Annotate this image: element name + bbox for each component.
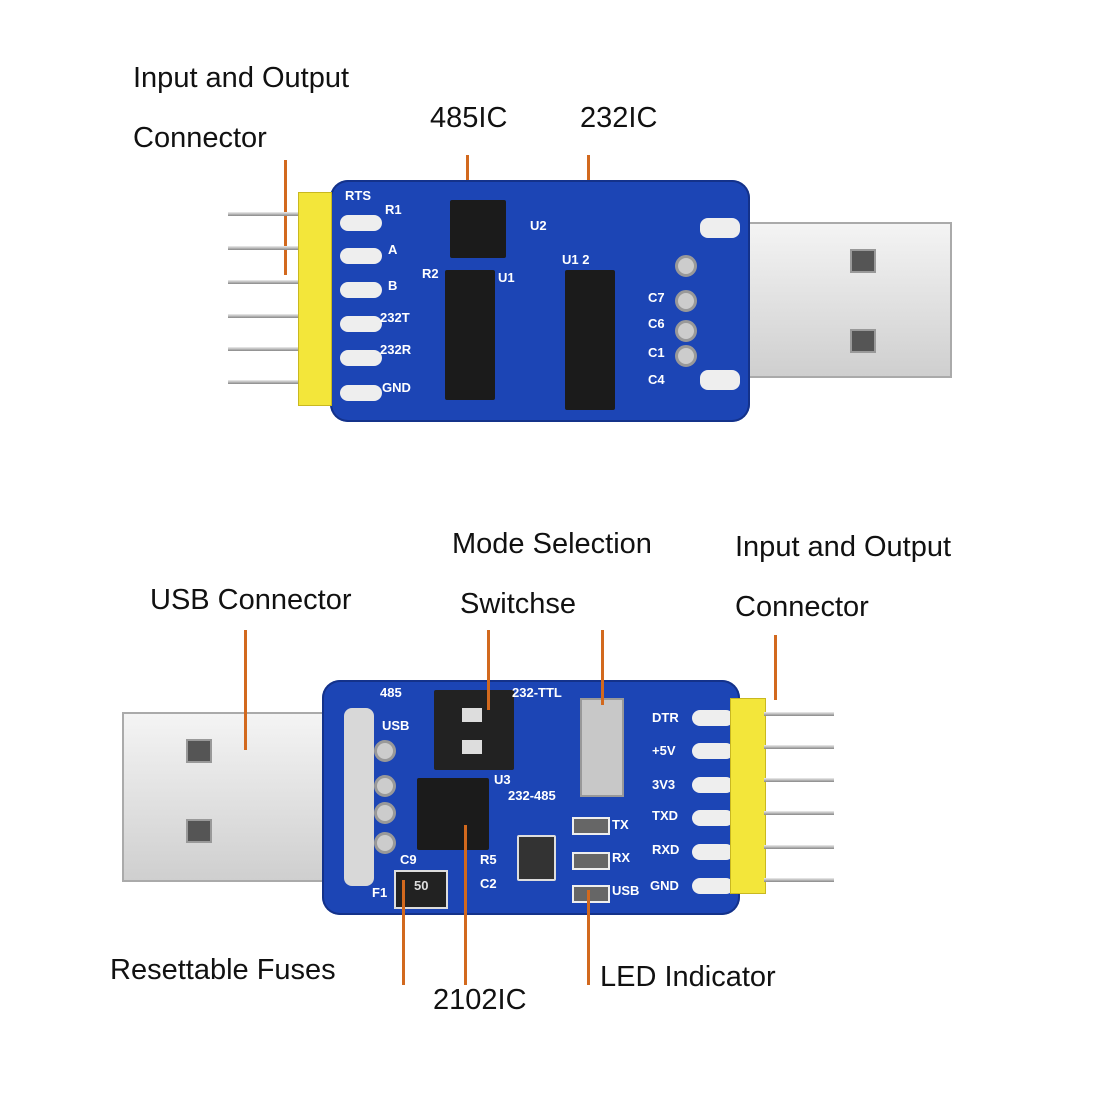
- caption-2102ic: 2102IC: [433, 984, 527, 1016]
- silk-usb: USB: [382, 718, 410, 733]
- silk-b: B: [388, 278, 398, 293]
- caption-led-indicator: LED Indicator: [600, 961, 776, 993]
- silk-u1: U1: [498, 270, 515, 285]
- chip-485: [450, 200, 506, 258]
- usb-plug-top: [748, 222, 952, 378]
- caption-232ic: 232IC: [580, 102, 658, 134]
- chip-u1: [445, 270, 495, 400]
- silk-a: A: [388, 242, 398, 257]
- silk-gnd: GND: [650, 878, 679, 893]
- leader-line: [284, 160, 287, 275]
- silk-5v: +5V: [652, 743, 676, 758]
- led-usb: [572, 885, 610, 903]
- chip-232: [565, 270, 615, 410]
- silk-232r: 232R: [380, 342, 412, 357]
- caption-mode-selection-2: Switchse: [460, 588, 577, 620]
- caption-io-connector-top-1: Input and Output: [133, 62, 350, 94]
- silk-gnd: GND: [382, 380, 411, 395]
- silk-r5: R5: [480, 852, 497, 867]
- silk-c7: C7: [648, 290, 665, 305]
- mode-slide-switch[interactable]: [580, 698, 624, 797]
- silk-3v3: 3V3: [652, 777, 676, 792]
- usb-plug-bottom: [122, 712, 348, 882]
- silk-c4: C4: [648, 372, 665, 387]
- caption-resettable-fuses: Resettable Fuses: [110, 954, 336, 986]
- leader-line: [402, 880, 405, 985]
- dip-switch[interactable]: [434, 690, 514, 770]
- silk-rx: RX: [612, 850, 631, 865]
- silk-485: 485: [380, 685, 402, 700]
- silk-c9: C9: [400, 852, 417, 867]
- pcb-top: RTS R1 A B 232T 232R GND R2 U1 U1 2 U2 C…: [330, 180, 750, 422]
- silk-rts: RTS: [345, 188, 371, 203]
- leader-line: [587, 155, 590, 183]
- silk-r2: R2: [422, 266, 439, 281]
- caption-io-connector-bottom-1: Input and Output: [735, 531, 952, 563]
- silk-c2: C2: [480, 876, 497, 891]
- leader-line: [587, 890, 590, 985]
- pin-header-top: [298, 192, 332, 406]
- silk-u3: U3: [494, 772, 511, 787]
- led-rx: [572, 852, 610, 870]
- silk-232-485: 232-485: [508, 788, 556, 803]
- leader-line: [466, 155, 469, 183]
- silk-u12: U1 2: [562, 252, 590, 267]
- led-tx: [572, 817, 610, 835]
- leader-line: [464, 825, 467, 985]
- caption-io-connector-bottom-2: Connector: [735, 591, 869, 623]
- silk-rxd: RXD: [652, 842, 680, 857]
- silk-f1: F1: [372, 885, 388, 900]
- silk-u2: U2: [530, 218, 547, 233]
- silk-c6: C6: [648, 316, 665, 331]
- leader-line: [487, 630, 490, 710]
- silk-232t: 232T: [380, 310, 410, 325]
- leader-line: [601, 630, 604, 705]
- pin-header-bottom: [730, 698, 766, 894]
- silk-c1: C1: [648, 345, 665, 360]
- pcb-bottom: 485 USB 232-TTL U3 232-485 C9 F1 50 R5 C…: [322, 680, 740, 915]
- caption-usb-connector: USB Connector: [150, 584, 352, 616]
- caption-io-connector-top-2: Connector: [133, 122, 267, 154]
- caption-485ic: 485IC: [430, 102, 508, 134]
- silk-tx: TX: [612, 817, 629, 832]
- chip-cp2102: [417, 778, 489, 850]
- silk-usb-led: USB: [612, 883, 640, 898]
- silk-r1: R1: [385, 202, 402, 217]
- caption-mode-selection-1: Mode Selection: [452, 528, 652, 560]
- silk-txd: TXD: [652, 808, 678, 823]
- silk-dtr: DTR: [652, 710, 679, 725]
- silk-fuse-mark: 50: [414, 878, 429, 893]
- leader-line: [244, 630, 247, 750]
- chip-r5-array: [517, 835, 556, 881]
- silk-232-ttl: 232-TTL: [512, 685, 562, 700]
- leader-line: [774, 635, 777, 700]
